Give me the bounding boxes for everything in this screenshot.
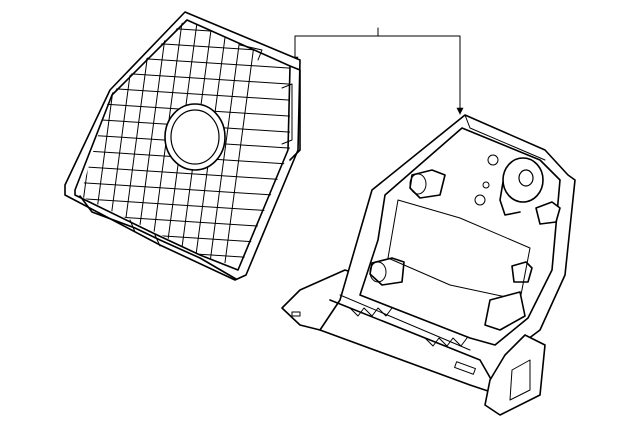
- callout-leader: [291, 27, 464, 115]
- boss-2: [474, 194, 486, 206]
- grille-cover: [25, 0, 301, 300]
- grille-bottom-tabs: [129, 219, 161, 247]
- bracket-top-edge: [464, 114, 546, 161]
- motor-center: [518, 169, 534, 187]
- rail-teeth-left: [349, 307, 393, 317]
- bracket-right-foot: [484, 334, 546, 416]
- mesh-line-horizontal: [80, 259, 290, 268]
- peg-lower-right: [511, 261, 533, 283]
- mesh-line-vertical: [204, 20, 246, 268]
- peg-upper-left-face: [409, 173, 427, 195]
- mesh-line-vertical: [25, 0, 65, 300]
- grille-edge-rib: [281, 83, 293, 145]
- grille-top-clip: [239, 44, 263, 61]
- peg-right: [535, 201, 561, 225]
- mesh-line-vertical: [80, 20, 81, 268]
- grille-edge-rail: [289, 65, 301, 161]
- speaker-housing-bracket: [281, 114, 576, 416]
- foot-recess: [509, 359, 531, 401]
- callout-bracket: [294, 35, 461, 113]
- peg-upper-left: [409, 169, 446, 199]
- rail-slot: [454, 361, 476, 375]
- motor-base: [499, 181, 521, 216]
- speaker-opening-inner: [170, 109, 220, 165]
- peg-lower-left-face: [369, 261, 387, 283]
- boss-3: [482, 181, 490, 189]
- rail-groove: [339, 294, 471, 351]
- bracket-lower-block: [484, 291, 526, 331]
- flange-slot: [291, 311, 301, 317]
- boss-1: [487, 154, 499, 166]
- grille-bottom-lip: [79, 195, 237, 280]
